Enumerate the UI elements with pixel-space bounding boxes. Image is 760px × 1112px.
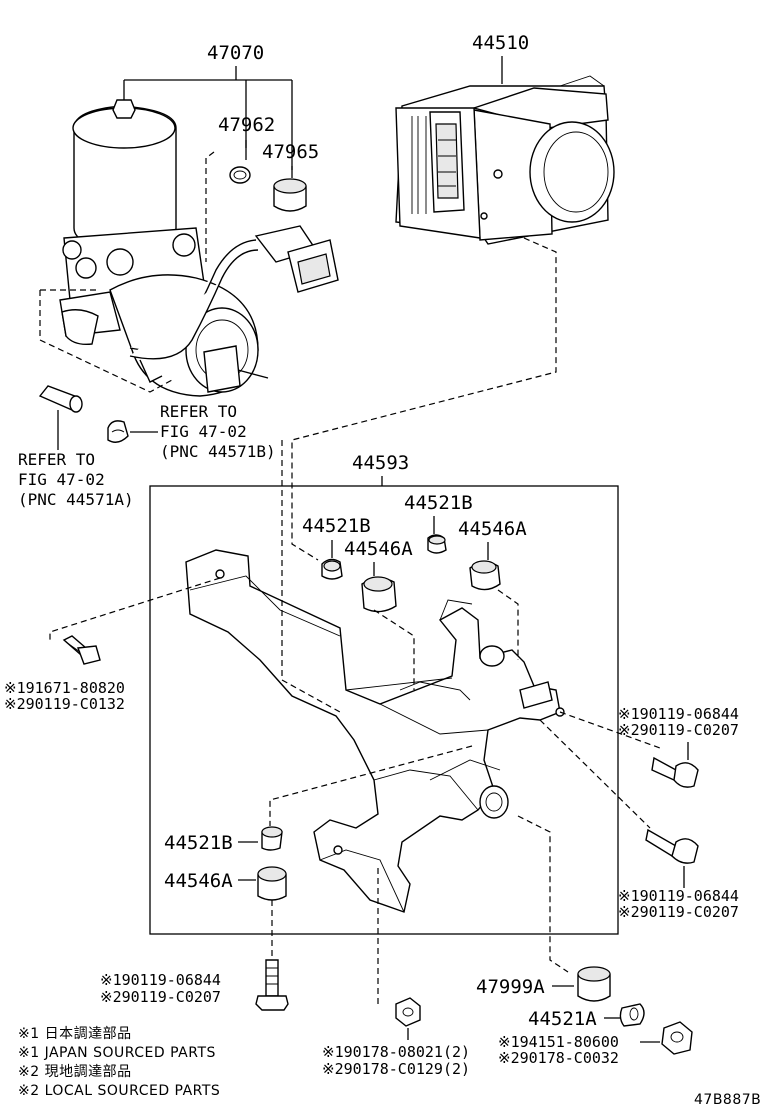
dash-left-bolt — [49, 577, 221, 640]
right-bolt-upper-jp: ※190119-06844 — [618, 705, 739, 723]
mount-44546a-top-right — [469, 560, 501, 591]
bracket-body — [185, 549, 565, 913]
cap-47999a — [577, 966, 611, 1002]
label-47070: 47070 — [207, 42, 264, 64]
label-44521b-top-left: 44521B — [302, 515, 371, 537]
dash-mount-right — [497, 589, 519, 660]
o-ring-47962 — [229, 140, 251, 184]
bushing-44521b-top-right — [427, 534, 447, 554]
right-bolt-lower-local: ※290119-C0207 — [618, 903, 739, 921]
dash-right-bolt-lower — [539, 719, 651, 829]
bottom-bolt-jp: ※190119-06844 — [100, 971, 221, 989]
assembly-box-44593 — [149, 485, 619, 935]
nut-bottom — [395, 997, 421, 1027]
ref-left-line2: FIG 47-02 — [18, 470, 105, 489]
ref-left-line1: REFER TO — [18, 450, 95, 469]
left-bolt-local: ※290119-C0132 — [4, 695, 125, 713]
bottom-nut-jp: ※190178-08021(2) — [322, 1043, 470, 1061]
ref-left-line3: (PNC 44571A) — [18, 490, 134, 509]
bottom-right-nut-jp: ※194151-80600 — [498, 1033, 619, 1051]
dashed-leader-47962 — [205, 151, 215, 262]
bottom-right-nut-local: ※290178-C0032 — [498, 1049, 619, 1067]
label-47962: 47962 — [218, 114, 275, 136]
cap-47965 — [273, 166, 307, 212]
bushing-44521a — [619, 1003, 645, 1027]
nut-bottom-right — [661, 1021, 693, 1055]
right-bolt-upper-local: ※290119-C0207 — [618, 721, 739, 739]
label-44510: 44510 — [472, 32, 529, 54]
bushing-44521b-mid — [261, 826, 283, 851]
hose-clip — [107, 420, 129, 443]
ref-right-line3: (PNC 44571B) — [160, 442, 276, 461]
ref-right-line2: FIG 47-02 — [160, 422, 247, 441]
dash-mount-left — [373, 609, 415, 690]
actuator-44510 — [395, 56, 615, 245]
bolt-right-upper — [651, 756, 699, 788]
right-bolt-lower-jp: ※190119-06844 — [618, 887, 739, 905]
bolt-right-lower — [645, 828, 699, 864]
mount-44546a-mid — [257, 866, 287, 901]
label-44546a-top-left: 44546A — [344, 538, 413, 560]
label-47999a: 47999A — [476, 976, 545, 998]
dash-47999a — [517, 815, 569, 973]
mount-44546a-top-left — [361, 576, 397, 613]
bolt-bottom — [255, 959, 289, 1011]
legend-line-3: ※2 現地調達部品 — [18, 1064, 132, 1080]
label-44521a: 44521A — [528, 1008, 597, 1030]
left-bolt-jp: ※191671-80820 — [4, 679, 125, 697]
ref-right-line1: REFER TO — [160, 402, 237, 421]
dashed-leader-actuator — [291, 237, 557, 561]
label-44546a-mid: 44546A — [164, 870, 233, 892]
leader-47070 — [123, 66, 293, 170]
hose-pipe — [38, 385, 83, 413]
pump-motor-assembly — [59, 99, 339, 397]
label-44546a-top-right: 44546A — [458, 518, 527, 540]
dash-actuator-through — [281, 440, 341, 713]
legend-line-2: ※1 JAPAN SOURCED PARTS — [18, 1045, 216, 1061]
label-47965: 47965 — [262, 141, 319, 163]
label-44593: 44593 — [352, 452, 409, 474]
label-44521b-mid: 44521B — [164, 832, 233, 854]
legend-line-1: ※1 日本調達部品 — [18, 1026, 132, 1042]
figure-id: 47B887B — [694, 1092, 760, 1108]
label-44521b-top-right: 44521B — [404, 492, 473, 514]
bushing-44521b-top-left — [321, 558, 343, 580]
dashed-leader-pump-left — [39, 289, 173, 393]
legend-line-4: ※2 LOCAL SOURCED PARTS — [18, 1083, 220, 1099]
dash-right-bolt-upper — [559, 711, 661, 749]
bottom-bolt-local: ※290119-C0207 — [100, 988, 221, 1006]
bottom-nut-local: ※290178-C0129(2) — [322, 1060, 470, 1078]
bolt-left — [62, 635, 101, 665]
